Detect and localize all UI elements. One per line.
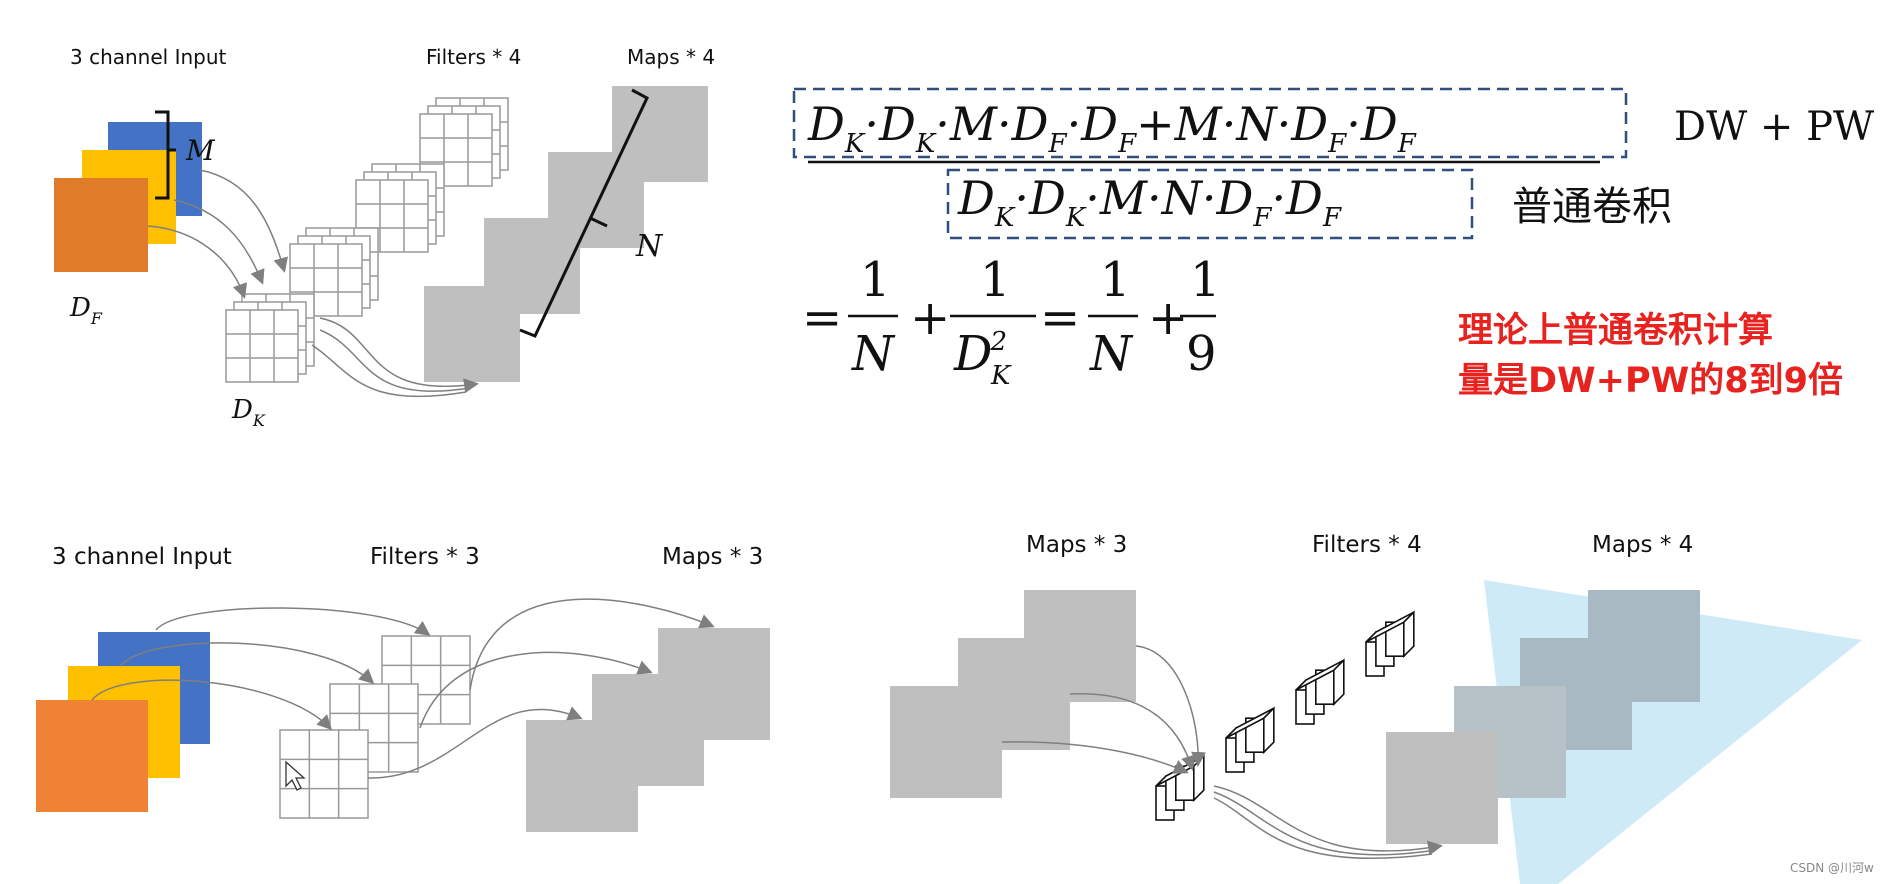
denominator-expression: DK·DK·M·N·DF·DF [957,171,1342,233]
df-label: DF [69,293,103,328]
frac3-num: 1 [1100,252,1131,308]
br-arrow-5 [1213,791,1437,856]
top-standard-conv: 3 channel Input Filters * 4 Maps * 4 M D… [54,45,715,430]
formula-block: DK·DK·M·DF·DF+M·N·DF·DF DW + PW DK·DK·M·… [792,87,1874,401]
top-input-label: 3 channel Input [70,45,227,69]
bl-filter-grids [279,635,471,819]
br-in-map-3 [890,686,1002,798]
bl-arrow-4 [469,598,715,691]
numerator-expression: DK·DK·M·DF·DF+M·N·DF·DF [807,97,1417,159]
frac4-den: 9 [1186,326,1217,382]
frac3-den: N [1089,326,1134,382]
plus-1: + [910,290,950,346]
dk-label: DK [231,395,266,430]
br-arrow-3 [1001,741,1189,774]
frac1-den: N [851,326,896,382]
br-arrow-1 [1135,645,1207,767]
plus-2: + [1148,290,1188,346]
input-channel-orange [54,178,148,272]
bl-maps-label: Maps * 3 [662,544,763,570]
watermark: CSDN @川河w [1790,861,1874,875]
top-arrow-5 [319,329,471,392]
top-filters-label: Filters * 4 [426,45,521,69]
bl-arrow-6 [367,706,583,779]
bl-channel-orange [36,700,148,812]
denominator-note: 普通卷积 [1512,184,1672,230]
denominator-box [946,168,1474,240]
br-arrow-4 [1213,785,1443,856]
pw-filter-1 [1365,610,1415,677]
top-filter-stacks [225,97,509,383]
br-out-map-4 [1386,732,1498,844]
bl-arrow-5 [419,651,653,729]
bl-filters-label: Filters * 3 [370,544,480,570]
br-filters-label: Filters * 4 [1312,532,1422,558]
n-label: N [635,229,664,264]
br-maps-out-label: Maps * 4 [1592,532,1693,558]
frac2-num: 1 [980,252,1011,308]
br-arrow-6 [1213,797,1433,860]
br-maps-in-label: Maps * 3 [1026,532,1127,558]
pw-filter-4 [1155,754,1205,821]
top-map-4 [424,286,520,382]
frac4-num: 1 [1190,252,1221,308]
frac1-num: 1 [860,252,891,308]
conclusion-line-2: 量是DW+PW的8到9倍 [1458,361,1843,401]
cursor-icon [285,760,306,791]
top-arrow-1 [199,169,288,273]
top-arrow-2 [173,199,265,285]
bottom-depthwise: 3 channel Input Filters * 3 Maps * 3 [36,544,770,832]
pw-filter-3 [1225,706,1275,773]
numerator-note: DW + PW [1674,104,1874,150]
eq-1: = [802,290,842,346]
top-arrow-3 [147,225,248,299]
bl-input-label: 3 channel Input [52,544,232,570]
conclusion-line-1: 理论上普通卷积计算 [1458,311,1773,351]
top-maps-label: Maps * 4 [627,45,715,69]
br-pointwise-filters [1155,610,1415,821]
bl-arrow-2 [119,642,375,685]
numerator-box [792,87,1628,159]
m-bracket [155,110,176,200]
eq-2: = [1040,290,1080,346]
bl-arrow-1 [155,607,431,636]
n-bracket [519,88,649,338]
pw-filter-2 [1295,658,1345,725]
top-arrow-6 [311,344,467,398]
top-filter-3-0 [225,309,299,383]
bl-arrow-3 [91,679,333,731]
top-arrow-4 [319,317,479,394]
m-label: M [185,134,216,167]
bottom-pointwise: Maps * 3 Filters * 4 Maps * 4 [890,532,1862,884]
br-arrow-2 [1069,693,1196,771]
bl-map-3 [526,720,638,832]
